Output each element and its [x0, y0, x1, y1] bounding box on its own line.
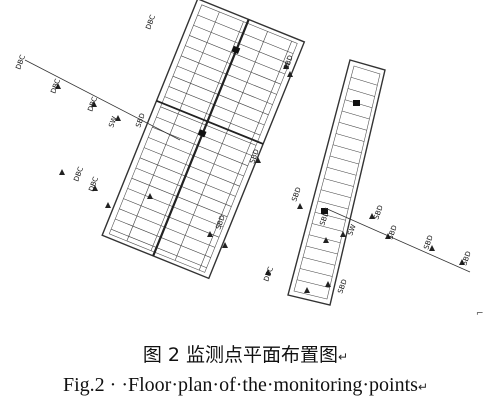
monitoring-point-marker	[369, 213, 375, 219]
figure-caption-chinese: 图 2 监测点平面布置图↵	[0, 340, 491, 367]
point-label: DBC	[72, 166, 85, 183]
monitoring-point-marker	[59, 169, 65, 175]
point-label: SBD	[386, 224, 399, 240]
monitoring-point-marker	[265, 269, 271, 275]
caption-cn-text: 图 2 监测点平面布置图	[142, 344, 339, 366]
monitoring-point-marker	[255, 157, 261, 163]
point-label: SBD	[290, 186, 303, 202]
monitoring-point-marker	[323, 237, 329, 243]
monitoring-point-marker	[147, 193, 153, 199]
monitoring-point-marker	[429, 245, 435, 251]
monitoring-point-marker	[207, 231, 213, 237]
paragraph-mark: ↵	[417, 380, 428, 394]
point-label: DBC	[144, 14, 157, 31]
point-label: SBD	[134, 112, 147, 128]
point-label: SBD	[372, 204, 385, 220]
monitoring-point-marker	[385, 233, 391, 239]
paragraph-mark: ↵	[338, 350, 349, 364]
monitoring-point-marker	[283, 63, 289, 69]
monitoring-point-marker	[297, 203, 303, 209]
monitoring-point-marker	[105, 202, 111, 208]
caption-en-text: Fig.2 · ·Floor·plan·of·the·monitoring·po…	[62, 374, 418, 396]
monitoring-point-marker	[304, 287, 310, 293]
corner-mark: ⌐	[476, 309, 484, 319]
monitoring-point-marker	[325, 281, 331, 287]
point-label: DBC	[86, 96, 99, 113]
point-label: SBD	[336, 278, 349, 294]
point-label: DBC	[87, 176, 100, 193]
monitoring-point-marker	[287, 71, 293, 77]
monitoring-point-marker	[55, 83, 61, 89]
point-label: SW	[107, 115, 118, 128]
point-label: SW	[346, 223, 357, 236]
monitoring-point-marker	[91, 101, 97, 107]
monitoring-point-marker	[222, 242, 228, 248]
left-building-plan	[101, 0, 306, 280]
monitoring-point-marker	[115, 115, 121, 121]
monitoring-point-marker	[459, 259, 465, 265]
point-label: DBC	[14, 54, 27, 71]
point-label: DBC	[262, 266, 275, 283]
monitoring-point-marker	[92, 185, 98, 191]
monitoring-point-marker	[340, 231, 346, 237]
point-label: SBD	[318, 210, 331, 226]
figure-caption-english: Fig.2 · ·Floor·plan·of·the·monitoring·po…	[0, 374, 491, 397]
right-building-plan	[287, 59, 386, 306]
point-label: SBD	[460, 250, 473, 266]
point-label: DBC	[49, 78, 62, 95]
